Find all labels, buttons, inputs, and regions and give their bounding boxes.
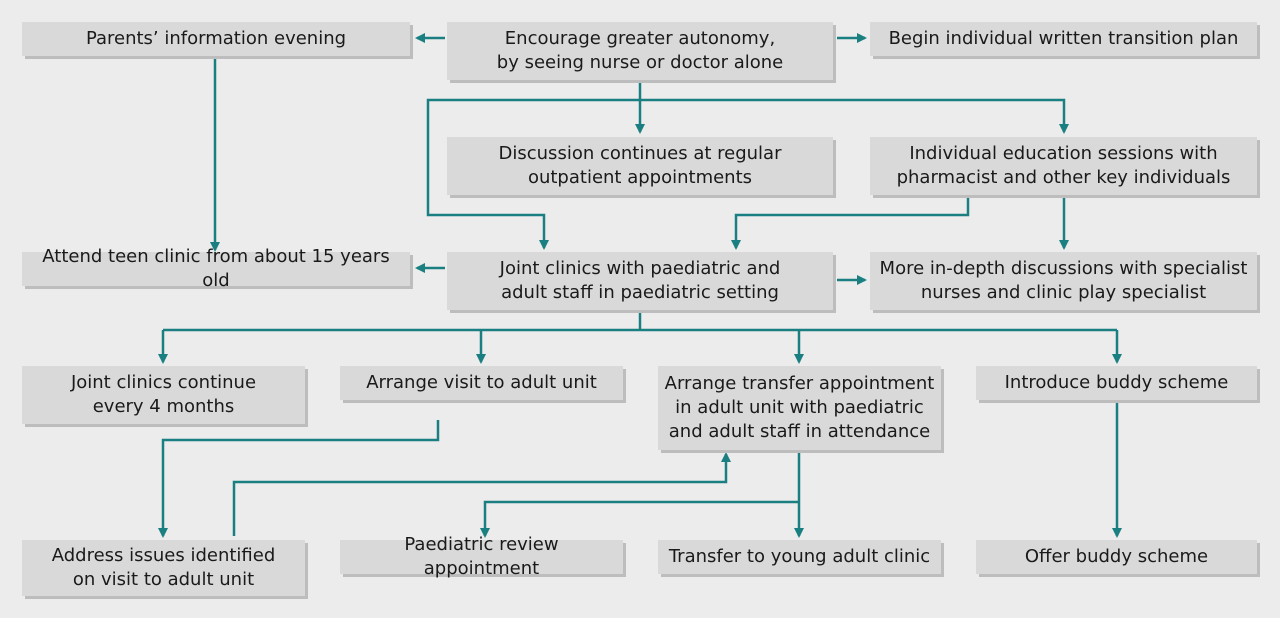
arrow-address-to-transfer: [232, 452, 731, 536]
node-indepth-discussions: More in-depth discussions with specialis…: [870, 252, 1257, 310]
node-teen-clinic: Attend teen clinic from about 15 years o…: [22, 246, 410, 291]
node-education-sessions: Individual education sessions with pharm…: [870, 137, 1257, 195]
arrow-visit-to-address: [158, 420, 440, 538]
arrow-autonomy-to-joint: [426, 98, 640, 250]
node-begin-plan: Begin individual written transition plan: [870, 22, 1257, 56]
arrow-fanout-bus: [163, 310, 1117, 332]
node-introduce-buddy: Introduce buddy scheme: [976, 366, 1257, 400]
node-discussion-continues: Discussion continues at regular outpatie…: [447, 137, 833, 195]
node-transfer-young-adult: Transfer to young adult clinic: [658, 540, 941, 574]
node-joint-clinics: Joint clinics with paediatric and adult …: [447, 252, 833, 310]
node-paediatric-review: Paediatric review appointment: [340, 534, 623, 579]
node-arrange-transfer: Arrange transfer appointment in adult un…: [658, 366, 941, 450]
arrow-autonomy-to-education: [640, 98, 1069, 134]
node-arrange-visit: Arrange visit to adult unit: [340, 366, 623, 400]
node-parents-evening: Parents’ information evening: [22, 22, 410, 56]
node-offer-buddy: Offer buddy scheme: [976, 540, 1257, 574]
node-address-issues: Address issues identified on visit to ad…: [22, 540, 305, 596]
arrow-transfer-to-review: [480, 500, 799, 538]
node-encourage-autonomy: Encourage greater autonomy, by seeing nu…: [447, 22, 833, 80]
arrow-education-to-joint: [731, 198, 970, 250]
node-joint-continue: Joint clinics continue every 4 months: [22, 366, 305, 424]
